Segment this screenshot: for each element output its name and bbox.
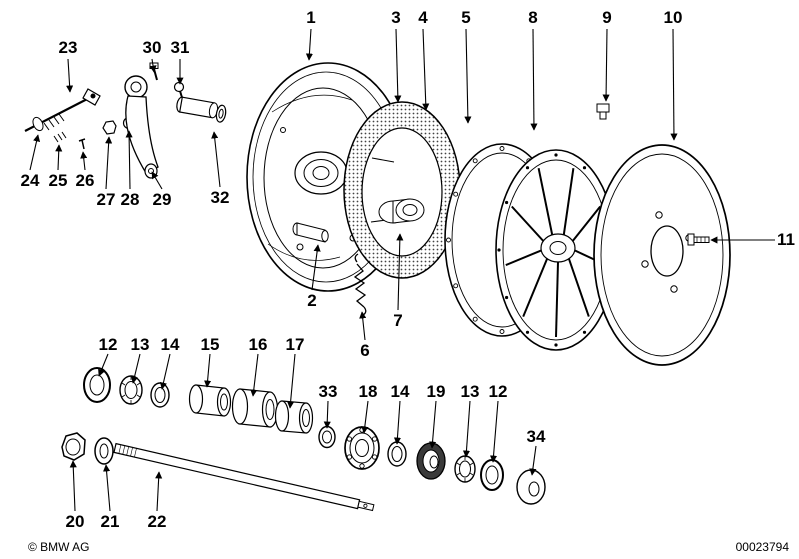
bushing-17	[274, 400, 314, 434]
wheel-hub	[495, 149, 617, 351]
callout-27: 27	[96, 190, 116, 209]
callout-22: 22	[147, 512, 167, 531]
document-number: 00023794	[735, 540, 789, 554]
callout-6: 6	[360, 341, 370, 360]
spacer-15	[188, 384, 232, 417]
callout-28: 28	[120, 190, 140, 209]
washer-33	[318, 425, 336, 449]
callout-10: 10	[663, 8, 683, 27]
small-spring	[53, 131, 67, 143]
callout-12-b: 12	[488, 382, 508, 401]
callout-26: 26	[75, 171, 95, 190]
spacer-14-left	[150, 382, 170, 408]
seal-13-left	[119, 375, 143, 405]
cam-pivot-pin	[176, 96, 227, 123]
rim-bolt	[687, 233, 710, 246]
callout-18: 18	[358, 382, 378, 401]
callout-16: 16	[248, 335, 268, 354]
callout-2: 2	[307, 291, 317, 310]
callout-4: 4	[418, 8, 428, 27]
brake-lever	[124, 75, 159, 179]
spacer-16	[231, 388, 279, 428]
callout-14-b: 14	[390, 382, 410, 401]
wheel-rim-disc	[593, 144, 731, 366]
callout-12-a: 12	[98, 335, 118, 354]
axle-washer	[94, 437, 114, 465]
callout-25: 25	[48, 171, 68, 190]
callout-15: 15	[200, 335, 220, 354]
adjuster-sleeve	[32, 116, 44, 132]
callout-1: 1	[306, 8, 316, 27]
callout-20: 20	[65, 512, 85, 531]
callout-30: 30	[142, 38, 162, 57]
callout-34: 34	[526, 427, 546, 446]
callout-13-a: 13	[130, 335, 150, 354]
axle-nut	[61, 432, 86, 461]
spacer-14-right	[387, 441, 407, 467]
callout-13-b: 13	[460, 382, 480, 401]
callout-19: 19	[426, 382, 446, 401]
threaded-ring-19	[416, 442, 446, 480]
callout-9: 9	[602, 8, 612, 27]
seal-13-right	[454, 455, 476, 483]
hub-bushing	[378, 198, 425, 224]
hex-nut	[102, 120, 117, 135]
callout-24: 24	[20, 171, 40, 190]
leader-lines	[29, 28, 775, 512]
callout-32: 32	[210, 188, 230, 207]
callout-8: 8	[528, 8, 538, 27]
brake-pivot-pin	[292, 222, 329, 243]
callout-17: 17	[285, 335, 305, 354]
callout-23: 23	[58, 38, 78, 57]
callout-31: 31	[170, 38, 190, 57]
small-bolt	[78, 138, 86, 150]
retaining-clip	[596, 103, 610, 120]
callout-5: 5	[461, 8, 471, 27]
washer-12-left	[83, 367, 111, 403]
callout-21: 21	[100, 512, 120, 531]
ball-bearing	[344, 426, 380, 470]
axle-shaft	[113, 442, 375, 512]
hub-cap-34	[516, 469, 546, 505]
callout-11: 11	[777, 230, 795, 249]
callout-33: 33	[318, 382, 338, 401]
brake-shoes	[343, 101, 461, 279]
callout-3: 3	[391, 8, 401, 27]
callout-14-a: 14	[160, 335, 180, 354]
callout-29: 29	[152, 190, 172, 209]
callout-7: 7	[393, 311, 403, 330]
washer-12-right	[480, 459, 504, 491]
copyright-notice: © BMW AG	[28, 540, 90, 554]
